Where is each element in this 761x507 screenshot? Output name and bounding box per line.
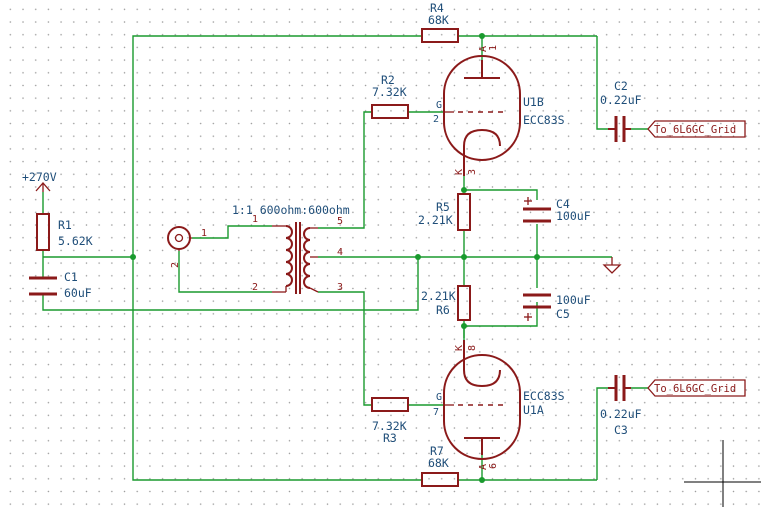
resistor-r7[interactable]: R7 68K [421, 444, 459, 487]
capacitor-c2[interactable]: C2 0.22uF [600, 79, 642, 142]
power-symbol-270v: +270V [22, 170, 57, 192]
tube-pin-label: K [454, 169, 465, 175]
capacitor-ref: C4 [556, 197, 570, 211]
resistor-value: 7.32K [372, 85, 407, 99]
capacitor-c5[interactable]: 100uF C5 [523, 293, 591, 321]
capacitor-c1[interactable]: C1 60uF [29, 270, 92, 300]
transformer-pin-number: 3 [337, 282, 343, 293]
transformer-value: 1:1 600ohm:600ohm [232, 203, 350, 217]
wire-c1-return [42, 257, 419, 311]
capacitor-value: 100uF [556, 209, 591, 223]
resistor-r5[interactable]: R5 2.21K [418, 193, 471, 231]
junction-dot [461, 254, 467, 260]
wire-bplus-bottom [132, 257, 422, 481]
resistor-value: 7.32K [372, 419, 407, 433]
resistor-value: 68K [428, 456, 449, 470]
resistor-value: 5.62K [58, 234, 93, 248]
junctions [130, 33, 540, 483]
triode-u1b[interactable]: A 1 G 2 K 3 U1B ECC83S [433, 45, 565, 176]
wires [42, 35, 648, 481]
resistor-r1[interactable]: R1 5.62K [36, 213, 93, 251]
wire-bplus-top [132, 35, 422, 257]
tube-pin-label: A [478, 464, 489, 470]
transformer-pin-number: 1 [252, 214, 258, 225]
transformer-pin-number: 5 [337, 216, 343, 227]
capacitor-ref: C3 [614, 423, 628, 437]
resistor-r2[interactable]: R2 7.32K [371, 73, 409, 119]
crosshair-cursor [684, 440, 761, 507]
tube-pin-label: G [436, 392, 442, 403]
transformer-t1[interactable]: 1:1 600ohm:600ohm 1 2 5 4 3 [232, 203, 350, 294]
tube-pin-number: 2 [433, 114, 439, 125]
wire-j1-t2 [178, 251, 272, 293]
tube-pin-label: A [478, 46, 489, 52]
junction-dot [479, 477, 485, 483]
triode-u1a[interactable]: K 8 G 7 A 6 ECC83S U1A [433, 340, 565, 470]
resistor-ref: R2 [381, 73, 395, 87]
tube-pin-number: 7 [433, 407, 439, 418]
input-jack-j1[interactable]: 1 2 [167, 226, 207, 268]
capacitor-value: 100uF [556, 293, 591, 307]
wire-j1-t1 [192, 225, 272, 239]
wire-c5-bottom [464, 302, 538, 327]
tube-pin-number: 8 [467, 345, 478, 351]
wire-t3-r3 [318, 291, 372, 406]
tube-value: ECC83S [523, 113, 565, 127]
global-label-to-grid-top[interactable]: To_6L6GC_Grid [647, 120, 746, 138]
tube-pin-number: 3 [467, 169, 478, 175]
tube-pin-number: 6 [488, 463, 499, 469]
resistor-ref: R1 [58, 218, 72, 232]
capacitor-value: 60uF [64, 286, 92, 300]
resistor-value: 2.21K [418, 213, 453, 227]
resistor-r3[interactable]: 7.32K R3 [371, 397, 409, 445]
net-label: To_6L6GC_Grid [654, 383, 736, 395]
junction-dot [534, 254, 540, 260]
capacitor-ref: C5 [556, 307, 570, 321]
transformer-pin-number: 2 [252, 282, 258, 293]
jack-pin-number: 2 [170, 262, 181, 268]
resistor-ref: R3 [383, 431, 397, 445]
resistor-value: 2.21K [421, 289, 456, 303]
jack-pin-number: 1 [201, 228, 207, 239]
resistor-ref: R7 [430, 444, 444, 458]
junction-dot [415, 254, 421, 260]
tube-pin-number: 1 [488, 45, 499, 51]
power-label: +270V [22, 170, 57, 184]
capacitor-c3[interactable]: 0.22uF C3 [600, 375, 642, 437]
capacitor-ref: C1 [64, 270, 78, 284]
capacitor-c4[interactable]: C4 100uF [523, 197, 591, 223]
junction-dot [130, 254, 136, 260]
resistor-r4[interactable]: R4 68K [421, 1, 459, 43]
capacitor-value: 0.22uF [600, 407, 642, 421]
wire-c4-top [464, 189, 538, 200]
tube-pin-label: K [454, 345, 465, 351]
global-label-to-grid-bottom[interactable]: To_6L6GC_Grid [647, 379, 746, 397]
tube-value: ECC83S [523, 389, 565, 403]
tube-pin-label: G [436, 100, 442, 111]
wire-t5-r2 [318, 111, 372, 229]
wire-to-c2 [596, 36, 608, 130]
resistor-r6[interactable]: 2.21K R6 [421, 285, 471, 321]
junction-dot [461, 187, 467, 193]
tube-ref: U1B [523, 95, 544, 109]
net-label: To_6L6GC_Grid [654, 124, 736, 136]
resistor-ref: R4 [430, 1, 444, 15]
junction-dot [461, 323, 467, 329]
capacitor-value: 0.22uF [600, 93, 642, 107]
junction-dot [479, 33, 485, 39]
capacitor-ref: C2 [614, 79, 628, 93]
resistor-ref: R6 [436, 303, 450, 317]
wire-to-c3 [596, 387, 608, 480]
ground-symbol [602, 257, 622, 274]
transformer-pin-number: 4 [337, 247, 343, 258]
resistor-ref: R5 [436, 200, 450, 214]
resistor-value: 68K [428, 13, 449, 27]
tube-ref: U1A [523, 403, 544, 417]
